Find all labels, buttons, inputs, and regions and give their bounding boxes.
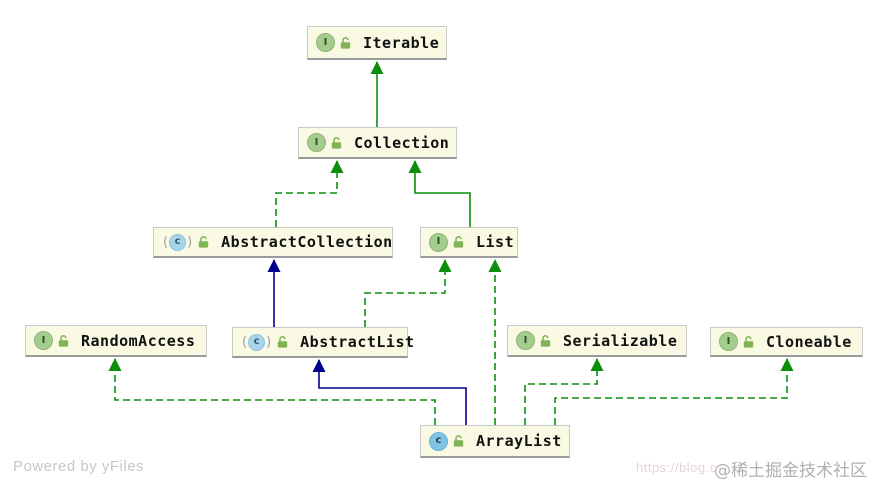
unlocked-icon: [453, 236, 464, 248]
class-icon: c: [429, 431, 448, 451]
node-iterable[interactable]: I Iterable: [307, 26, 447, 60]
class-label: RandomAccess: [81, 331, 196, 350]
edge-abstractcollection-implements-collection: [275, 160, 344, 227]
class-label: AbstractList: [300, 333, 415, 351]
node-randomaccess[interactable]: I RandomAccess: [25, 325, 207, 357]
node-abstractcollection[interactable]: (c) AbstractCollection: [153, 227, 393, 258]
class-label: List: [476, 233, 515, 251]
unlocked-icon: [340, 36, 351, 49]
interface-icon: I: [307, 133, 326, 152]
class-label: ArrayList: [476, 432, 562, 450]
node-cloneable[interactable]: I Cloneable: [710, 327, 863, 357]
powered-by-yfiles-watermark: Powered by yFiles: [13, 458, 145, 475]
unlocked-icon: [331, 136, 342, 149]
abstract-class-icon: (c): [163, 233, 193, 251]
edge-abstractlist-implements-list: [364, 259, 452, 327]
community-watermark: @稀土掘金技术社区: [714, 461, 867, 481]
interface-icon: I: [429, 232, 448, 252]
node-abstractlist[interactable]: (c) AbstractList: [232, 327, 414, 358]
interface-icon: I: [316, 33, 335, 52]
edge-list-extends-collection: [408, 160, 471, 227]
class-label: Cloneable: [766, 332, 852, 351]
edge-arraylist-implements-randomaccess: [108, 358, 436, 425]
class-label: AbstractCollection: [221, 233, 393, 251]
node-arraylist[interactable]: c ArrayList: [420, 425, 570, 458]
interface-icon: I: [516, 331, 535, 350]
unlocked-icon: [58, 334, 69, 347]
node-list[interactable]: I List: [420, 227, 518, 258]
abstract-class-icon: (c): [242, 333, 272, 351]
unlocked-icon: [743, 335, 754, 348]
unlocked-icon: [277, 336, 288, 348]
unlocked-icon: [540, 334, 551, 347]
unlocked-icon: [453, 435, 464, 447]
edge-arraylist-implements-cloneable: [554, 358, 794, 425]
unlocked-icon: [198, 236, 209, 248]
node-collection[interactable]: I Collection: [298, 127, 457, 159]
interface-icon: I: [34, 331, 53, 350]
edge-arraylist-implements-serializable: [524, 358, 604, 425]
class-label: Collection: [354, 133, 450, 152]
class-label: Serializable: [563, 331, 678, 350]
class-label: Iterable: [363, 33, 440, 52]
node-serializable[interactable]: I Serializable: [507, 325, 687, 357]
edge-arraylist-extends-abstractlist: [312, 359, 467, 425]
url-watermark: https://blog.c: [636, 460, 717, 475]
interface-icon: I: [719, 332, 738, 351]
